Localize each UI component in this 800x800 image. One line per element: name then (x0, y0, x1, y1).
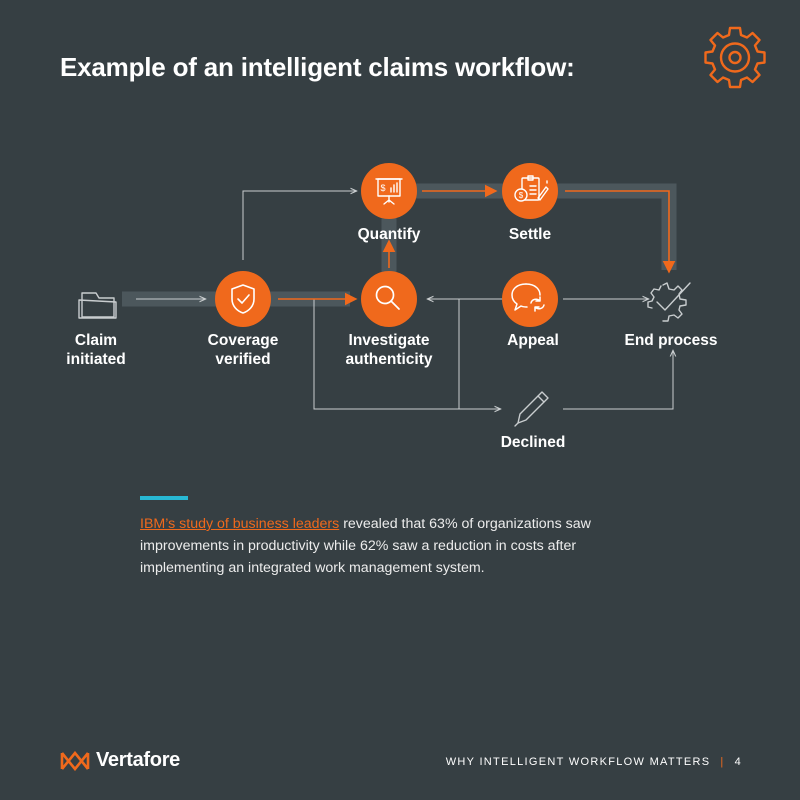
study-text: revealed that 63% of organizations saw i… (140, 516, 591, 576)
vertafore-logo: Vertafore (60, 749, 180, 772)
page-title: Example of an intelligent claims workflo… (60, 52, 575, 82)
node-label-settle: Settle (508, 226, 552, 243)
node-label-coverage-verified: Coverage verified (207, 332, 279, 368)
node-label-declined: Declined (500, 434, 566, 451)
node-label-end-process: End process (624, 332, 718, 349)
brand-name: Vertafore (96, 749, 181, 771)
node-label-appeal: Appeal (507, 332, 559, 349)
accent-divider (140, 496, 188, 500)
presentation-chart-icon: $ (375, 178, 403, 205)
folder-icon (78, 292, 117, 319)
gear-check-icon (647, 282, 691, 322)
node-label-quantify: Quantify (357, 226, 421, 243)
appeal-node (502, 271, 558, 327)
node-label-claim-initiated: Claim initiated (66, 332, 126, 368)
svg-text:$: $ (519, 191, 524, 200)
orange-arrows (278, 184, 676, 306)
chat-refresh-icon (511, 283, 545, 312)
line-coverage-to-quantify (242, 191, 356, 260)
line-declined-to-end (563, 351, 673, 410)
coverage-node (215, 271, 271, 327)
svg-text:$: $ (380, 183, 385, 193)
pencil-icon (514, 391, 549, 427)
investigate-node (361, 271, 417, 327)
footer-separator: | (720, 756, 725, 768)
vertafore-mark-icon (60, 750, 90, 771)
magnifier-icon (375, 285, 400, 310)
node-label-investigate-authenticity: Investigate authenticity (345, 332, 433, 368)
footer-section: WHY INTELLIGENT WORKFLOW MATTERS | 4 (446, 756, 742, 768)
page-number: 4 (734, 756, 742, 768)
shield-check-icon (231, 284, 255, 314)
section-title: WHY INTELLIGENT WORKFLOW MATTERS (445, 756, 711, 768)
money-document-icon: $ (514, 175, 549, 202)
gear-icon (704, 26, 766, 89)
ibm-study-link[interactable]: IBM’s study of business leaders (140, 516, 340, 532)
workflow-diagram: $ $ (78, 163, 691, 427)
secondary-lines (136, 191, 673, 409)
settle-node: $ (502, 163, 558, 219)
study-paragraph: IBM’s study of business leaders revealed… (140, 513, 620, 579)
quantify-node: $ (361, 163, 417, 219)
line-coverage-to-declined (313, 299, 500, 409)
arrow-settle-to-end (565, 190, 676, 274)
